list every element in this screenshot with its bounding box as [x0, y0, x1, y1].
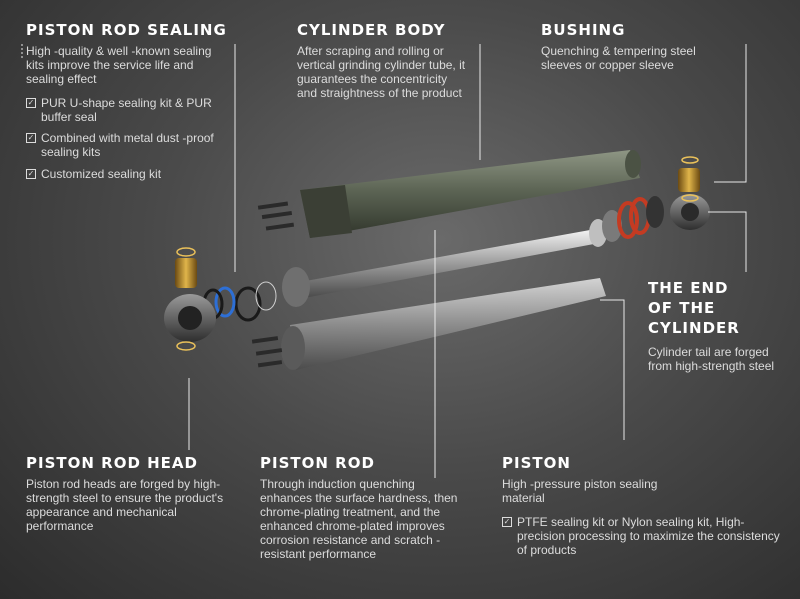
- cylinder-end-desc: Cylinder tail are forged from high-stren…: [648, 345, 775, 373]
- checkbox-icon: ✓: [26, 169, 36, 179]
- bushing-title: BUSHING: [541, 21, 626, 39]
- piston-assembly: [589, 196, 664, 247]
- piston-item-1-text: PTFE sealing kit or Nylon sealing kit, H…: [517, 515, 780, 557]
- rod-sealing-item-1: ✓ PUR U-shape sealing kit & PUR buffer s…: [26, 96, 216, 124]
- piston-desc: High -pressure piston sealing material: [502, 477, 658, 505]
- piston-rod-desc: Through induction quenching enhances the…: [260, 477, 458, 561]
- leader-lines: [21, 44, 747, 478]
- cylinder-end-title: THE END OF THE CYLINDER: [648, 278, 758, 338]
- rod-head-title: PISTON ROD HEAD: [26, 454, 198, 472]
- cylinder-body-title: CYLINDER BODY: [297, 21, 446, 39]
- checkbox-icon: ✓: [26, 98, 36, 108]
- checkbox-icon: ✓: [502, 517, 512, 527]
- rod-sealing-item-3-text: Customized sealing kit: [41, 167, 162, 181]
- rod-sealing-title: PISTON ROD SEALING: [26, 21, 227, 39]
- rod-head-desc: Piston rod heads are forged by high-stre…: [26, 477, 224, 533]
- rod-sealing-item-2: ✓ Combined with metal dust -proof sealin…: [26, 131, 216, 159]
- cylinder-end-title-line-3: CYLINDER: [648, 319, 740, 337]
- rod-sealing-item-2-text: Combined with metal dust -proof sealing …: [41, 131, 214, 159]
- cylinder-body-desc: After scraping and rolling or vertical g…: [297, 44, 466, 100]
- rod-head-part: [164, 247, 216, 351]
- piston-item-1: ✓ PTFE sealing kit or Nylon sealing kit,…: [502, 515, 787, 557]
- lower-tube: [251, 278, 606, 370]
- checkbox-icon: ✓: [26, 133, 36, 143]
- cylinder-end-title-line-2: OF THE: [648, 299, 716, 317]
- bushing-desc: Quenching & tempering steel sleeves or c…: [541, 44, 696, 72]
- rod-sealing-item-1-text: PUR U-shape sealing kit & PUR buffer sea…: [41, 96, 212, 124]
- piston-title: PISTON: [502, 454, 571, 472]
- piston-rod-title: PISTON ROD: [260, 454, 375, 472]
- cylinder-end-title-line-1: THE END: [648, 279, 729, 297]
- rod-sealing-desc: High -quality & well -known sealing kits…: [26, 44, 212, 86]
- cylinder-end-part: [670, 156, 710, 230]
- cylinder-tube: [257, 150, 641, 238]
- rod-sealing-item-3: ✓ Customized sealing kit: [26, 167, 216, 181]
